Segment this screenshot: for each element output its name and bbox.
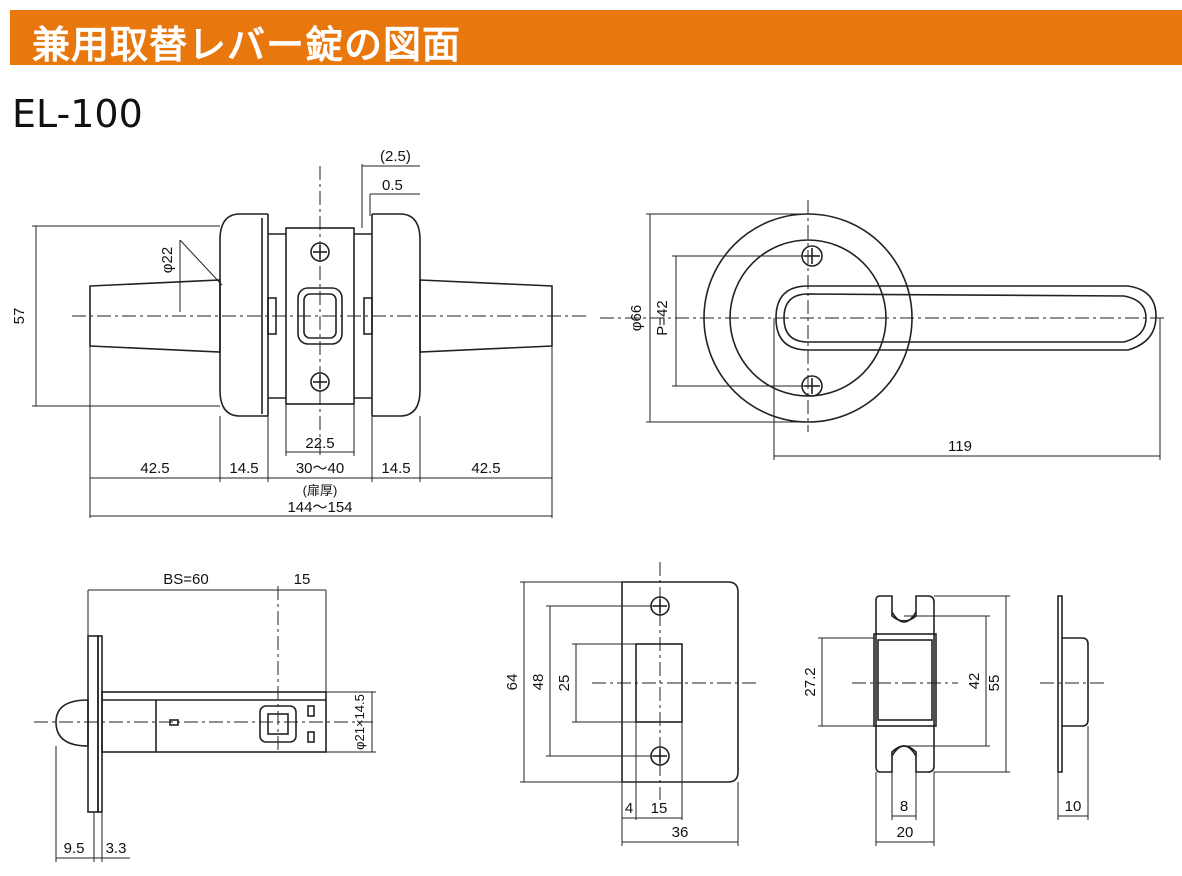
dim-right-lever: 42.5 [471,460,500,477]
dim-hole-height: 25 [556,675,573,692]
dim-hole-width: 15 [651,800,668,817]
dim-strike-pitch: 42 [966,673,983,690]
dim-pitch: P=42 [654,300,671,335]
strike-side-view: 10 [1040,595,1108,820]
dim-door-thickness-label: (扉厚) [303,483,338,498]
dim-door-thickness: 30〜40 [296,460,344,477]
dim-lever-length: 119 [948,438,972,455]
dim-top-gap: (2.5) [380,148,411,165]
dim-right-rose: 14.5 [381,460,410,477]
dim-rose-dia: φ66 [628,305,645,331]
dim-face-thickness: 3.3 [106,840,127,857]
dim-rose-gap: 0.5 [382,177,403,194]
dim-knob-dia: φ22 [159,247,176,273]
dim-slot-width: 8 [900,798,908,815]
header-bar: 兼用取替レバー錠の図面 [10,10,1182,67]
strike-view: 27.2 42 55 8 20 [802,595,1010,846]
dim-height: 57 [11,308,28,325]
dim-face-width: 9.5 [64,840,85,857]
dim-offset: 4 [625,800,633,817]
model-number: EL-100 [12,92,143,136]
dim-strike-height: 55 [986,675,1003,692]
dim-case-size: φ21×14.5 [352,694,367,750]
dim-latch-head: 15 [294,571,311,588]
lever-lock-front-view: 57 φ22 (2.5) 0.5 22.5 42.5 14.5 30〜40 (扉… [11,148,590,518]
dim-center-width: 22.5 [305,435,334,452]
dim-strike-width: 20 [897,824,914,841]
handle-side-view: φ66 P=42 119 [600,200,1168,460]
dim-total-length: 144〜154 [287,499,352,516]
dim-strike-hole: 27.2 [802,667,819,696]
dim-left-rose: 14.5 [229,460,258,477]
dim-screw-pitch: 48 [530,674,547,691]
front-plate-view: 64 48 25 4 15 36 [504,562,756,846]
dim-strike-depth: 10 [1065,798,1082,815]
latch-view: BS=60 15 φ21×14.5 9.5 3.3 [34,571,376,862]
dim-left-lever: 42.5 [140,460,169,477]
dim-backset: BS=60 [163,571,208,588]
dim-plate-width: 36 [672,824,689,841]
dim-plate-height: 64 [504,674,521,691]
page-title: 兼用取替レバー錠の図面 [32,23,462,67]
